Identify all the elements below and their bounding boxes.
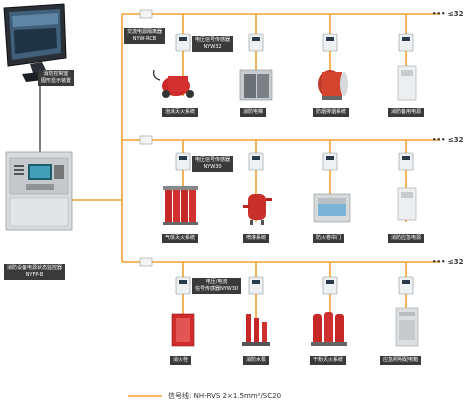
device-label: 防火卷帘门: [313, 234, 345, 243]
device-label: 消火栓: [170, 356, 192, 365]
device-label: 喷淋系统: [243, 234, 270, 243]
sensor-label-line1: 电压信号传感器: [195, 37, 231, 43]
emergency-power-cabinet-device: [397, 187, 417, 221]
backup-power-cabinet-device: [397, 65, 417, 101]
device-label: 消防水泵: [243, 356, 270, 365]
device-label: 泡沫灭火系统: [162, 108, 199, 117]
fire-water-pump-device: [242, 314, 270, 346]
device-label: 应急照明配电箱: [380, 356, 422, 365]
branch-count-label: ••• ≤32: [432, 258, 464, 266]
sensor-module: [322, 276, 338, 295]
sensor-module: [398, 276, 414, 295]
branch-count-label: ••• ≤32: [432, 136, 464, 144]
sprinkler-tank-device: [243, 194, 272, 225]
sensor-label: 电压信号传感器 NYW30: [192, 156, 234, 172]
sensor-module: [398, 152, 414, 171]
sensor-label-line2: NYW32: [203, 44, 222, 50]
sensor-module: [175, 33, 191, 52]
fire-elevator-device: [239, 69, 273, 101]
device-label: 消防备用电源: [388, 108, 425, 117]
sensor-module: [248, 152, 264, 171]
device-label: 防烟排烟系统: [313, 108, 350, 117]
sensor-module: [175, 152, 191, 171]
isolator-box: [139, 257, 153, 267]
branch-count-label: ••• ≤32: [432, 10, 464, 18]
smoke-exhaust-fan-device: [318, 70, 348, 100]
sensor-label-line1: 电压信号传感器: [195, 157, 231, 163]
sensor-label: 交流电源隔离器 NYW-RCB: [124, 28, 166, 44]
foam-extinguisher-device: [153, 69, 194, 98]
device-label: 干粉灭火系统: [310, 356, 347, 365]
sensor-module: [175, 276, 191, 295]
gas-extinguisher-device: [163, 186, 198, 225]
sensor-label: 电压信号传感器 NYW32: [192, 36, 234, 52]
workstation-label-line1: 消防控制室: [43, 71, 69, 77]
signal-wiring: [72, 13, 440, 345]
sensor-label-line2: NYW-RCB: [132, 36, 157, 42]
device-label: 气体灭火系统: [162, 234, 199, 243]
host-label: 消防设备电源状态监控器 NYFP-B: [4, 264, 66, 280]
host-controller: [5, 151, 73, 231]
isolator-box: [139, 9, 153, 19]
hydrant-cabinet-device: [171, 313, 195, 347]
isolator-box: [139, 135, 153, 145]
sensor-label-line1: 电压/电流: [205, 279, 228, 285]
sensor-module: [248, 276, 264, 295]
host-label-line1: 消防设备电源状态监控器: [7, 265, 63, 271]
sensor-modules: [175, 33, 414, 295]
emergency-lighting-distribution-box-device: [395, 307, 419, 347]
fire-shutter-door-device: [313, 193, 351, 223]
sensor-label: 电压/电流 信号传感器NYW30: [192, 278, 242, 294]
sensor-label-line2: NYW30: [203, 164, 222, 170]
bus-junctions: [139, 9, 153, 267]
workstation-label-line2: 图形显示装置: [41, 78, 72, 84]
sensor-module: [398, 33, 414, 52]
workstation-label: 消防控制室 图形显示装置: [38, 70, 75, 86]
host-label-line2: NYFP-B: [25, 272, 44, 278]
sensor-label-line1: 交流电源隔离器: [127, 29, 163, 35]
dry-powder-extinguisher-device: [311, 312, 347, 346]
legend-text: 信号线: NH-RVS 2×1.5mm²/SC20: [168, 392, 282, 400]
sensor-module: [322, 152, 338, 171]
sensor-module: [248, 33, 264, 52]
device-label: 消防电梯: [240, 108, 267, 117]
sensor-module: [322, 33, 338, 52]
device-label: 消防应急电源: [388, 234, 425, 243]
sensor-label-line2: 信号传感器NYW30: [195, 286, 239, 292]
